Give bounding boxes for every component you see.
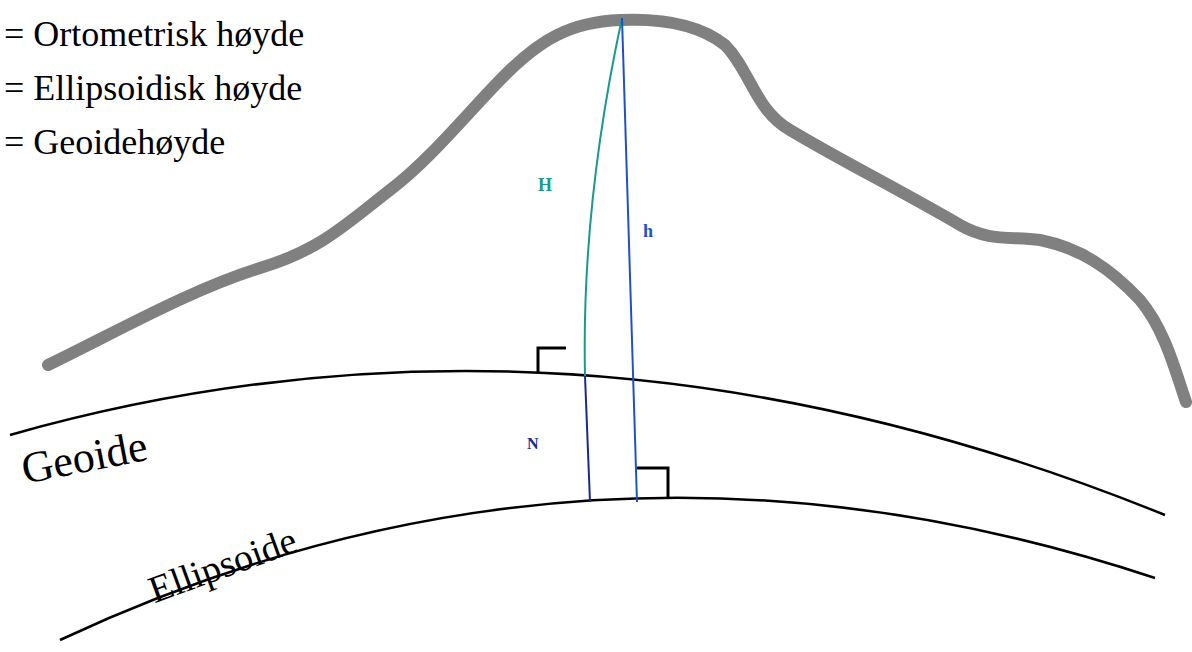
orthometric-height-line <box>585 18 622 376</box>
right-angle-mark <box>538 348 566 372</box>
height-symbol: H <box>538 176 552 194</box>
legend-text: = Geoidehøyde <box>4 124 225 160</box>
surface-label: Geoide <box>18 424 151 491</box>
right-angle-mark <box>637 468 668 498</box>
legend-text: = Ellipsoidisk høyde <box>4 70 302 106</box>
height-symbol: N <box>527 436 539 452</box>
geoid-height-line <box>585 376 590 502</box>
height-symbol: h <box>643 222 653 240</box>
ellipsoidal-height-line <box>622 18 637 502</box>
ellipsoid-curve <box>60 498 1155 640</box>
geoid-curve <box>10 371 1165 515</box>
legend-text: = Ortometrisk høyde <box>4 16 304 52</box>
surface-label: Ellipsoide <box>144 520 302 608</box>
